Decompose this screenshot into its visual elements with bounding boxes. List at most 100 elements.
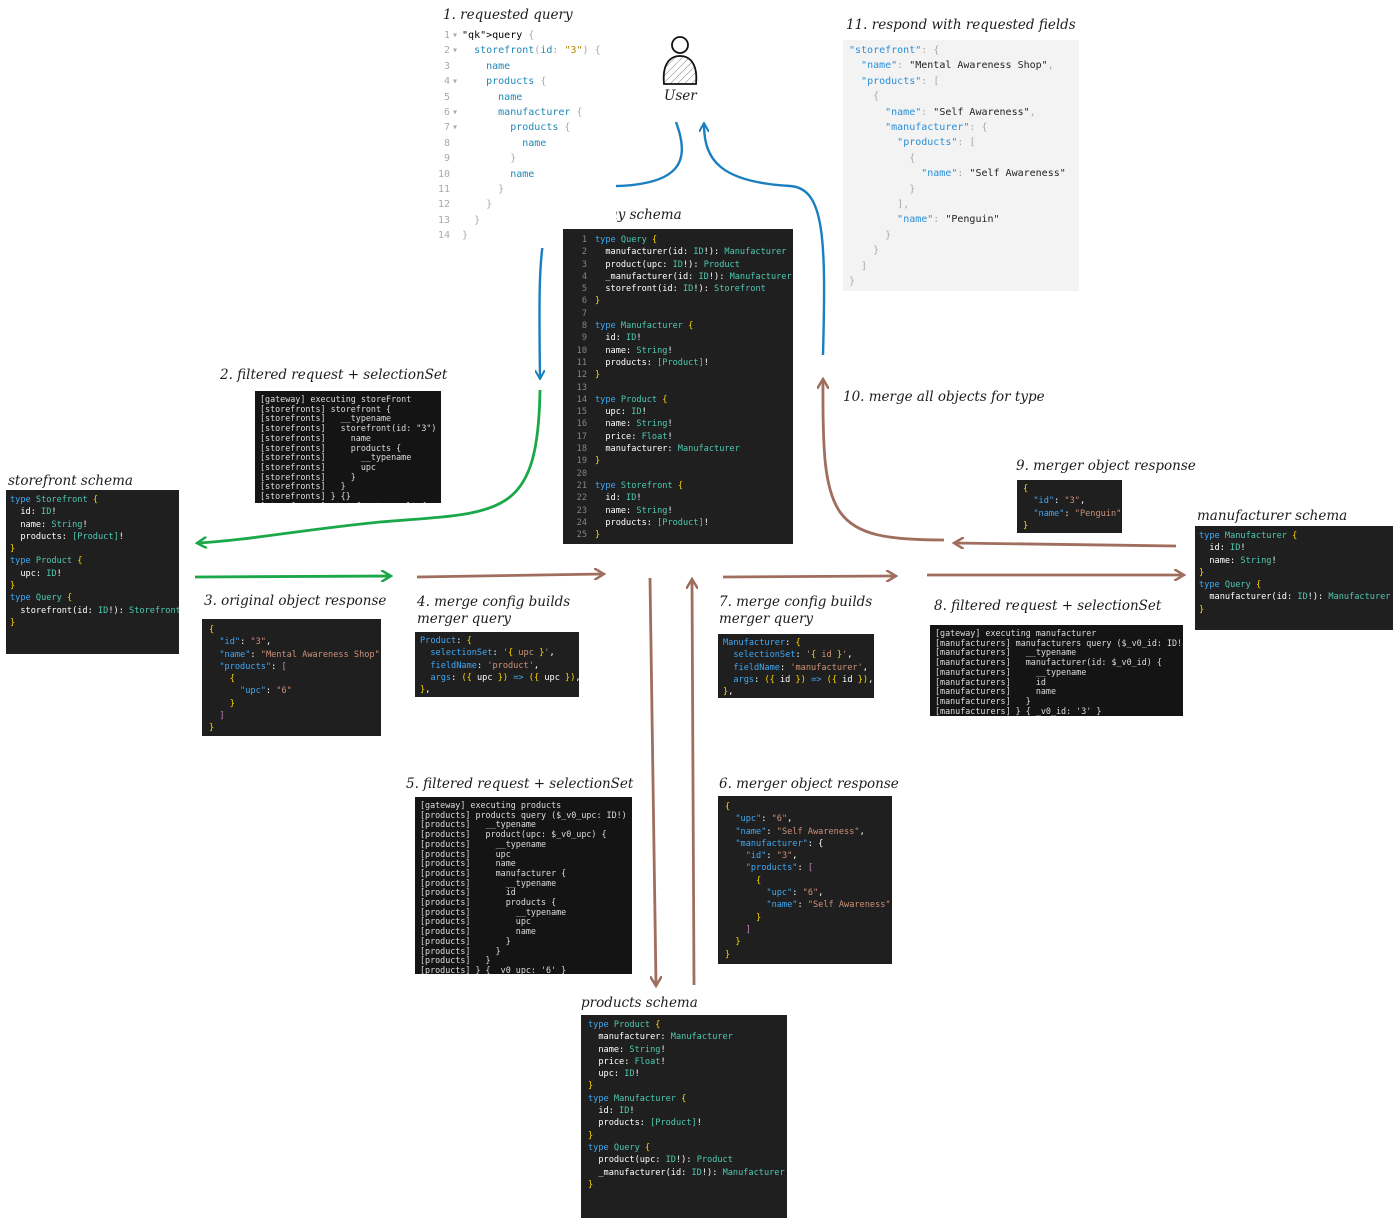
user: User xyxy=(656,34,706,114)
code-line: name: String! xyxy=(588,1044,666,1055)
code-line: selectionSet: '{ id }', xyxy=(733,650,853,661)
code-line: "name": "Self Awareness" xyxy=(766,900,891,911)
code-line: 13 } xyxy=(437,214,481,226)
arrow-storefront-response xyxy=(194,576,390,577)
arrow-products-to-gateway xyxy=(692,580,694,986)
code-line: upc: ID! xyxy=(588,1069,640,1080)
code-line: [products] __typename xyxy=(420,819,536,830)
code-line: products: [Product]! xyxy=(588,1118,702,1129)
code-line: "upc": "6", xyxy=(735,814,793,825)
code-line: type Query { xyxy=(1199,580,1262,591)
step6-label: 6. merger object response xyxy=(719,776,899,792)
code-line: [products] __typename xyxy=(420,877,557,888)
code-line: [products] __typename xyxy=(420,906,567,917)
code-line: [storefronts] storefront(id: "3") { xyxy=(260,423,441,434)
step11-label: 11. respond with requested fields xyxy=(846,17,1076,33)
code-line: "upc": "6" xyxy=(240,686,292,697)
code-line: "name": "Self Awareness", xyxy=(885,106,1036,118)
code-line: } xyxy=(1023,520,1029,531)
code-line: 10 name xyxy=(437,168,535,180)
code-line: [storefronts] products { xyxy=(260,442,402,453)
code-line: [manufacturers] manufacturers query ($_v… xyxy=(935,637,1183,648)
code-line: [gateway] executing storeFront xyxy=(260,394,412,404)
code-line: 23 name: String! xyxy=(576,505,673,516)
step1-label: 1. requested query xyxy=(443,7,573,23)
code-line: [storefronts] storefront { xyxy=(260,403,392,414)
code-line: "name": "Penguin" xyxy=(897,214,1000,226)
code-line: }, xyxy=(420,685,431,696)
code-line: [manufacturers] } { _v0_id: '3' } xyxy=(935,705,1102,716)
code-line: id: ID! xyxy=(588,1106,635,1117)
code-line: [manufacturers] __typename xyxy=(935,666,1087,677)
code-line: args: ({ upc }) => ({ upc }), xyxy=(430,672,579,683)
code-line: [products] } xyxy=(420,935,511,946)
code-line: 18 manufacturer: Manufacturer xyxy=(576,444,740,455)
code-line: args: ({ id }) => ({ id }), xyxy=(733,674,874,685)
code-line: } xyxy=(588,1130,594,1141)
code-line: [gateway] executing products xyxy=(420,800,562,810)
code-line: [manufacturers] name xyxy=(935,686,1057,697)
code-line: upc: ID! xyxy=(10,568,62,579)
code-line: 17 price: Float! xyxy=(576,431,673,442)
code-line: fieldName: 'product', xyxy=(430,660,540,671)
code-line: [manufacturers] manufacturer(id: $_v0_id… xyxy=(935,657,1162,668)
code-line: _manufacturer(id: ID!): Manufacturer xyxy=(588,1167,785,1178)
code-line: } xyxy=(588,1081,594,1092)
manufacturer-schema-label: manufacturer schema xyxy=(1197,508,1348,524)
requested-query-code: 1▾"qk">query {2▾ storefront(id: "3") {3 … xyxy=(436,28,616,248)
arrow-gateway-to-storefront xyxy=(198,389,542,543)
step7-label-line2: merger query xyxy=(719,611,814,627)
step4-label-line2: merger query xyxy=(417,611,512,627)
code-line: "name": "Mental Awareness Shop", xyxy=(219,649,381,660)
code-line: 24 products: [Product]! xyxy=(576,517,709,528)
code-line: type Manufacturer { xyxy=(1199,531,1298,541)
code-line: [storefronts] } {} xyxy=(260,491,351,502)
code-line: } xyxy=(1199,604,1205,615)
storefront-schema-label: storefront schema xyxy=(8,473,133,489)
code-line: type Product { xyxy=(10,556,83,567)
code-line: [products] product(upc: $_v0_upc) { xyxy=(420,829,607,840)
code-line: 22 id: ID! xyxy=(576,493,642,504)
code-line: "storefront": { xyxy=(849,45,940,56)
code-line: { xyxy=(725,802,731,812)
code-line: [products] name xyxy=(420,926,536,937)
step2-label: 2. filtered request + selectionSet xyxy=(220,367,448,383)
code-line: 16 name: String! xyxy=(576,419,673,430)
code-line: { xyxy=(873,91,880,103)
code-line: [storefronts] name xyxy=(260,432,371,443)
code-line: "products": [ xyxy=(219,661,287,672)
code-line: } xyxy=(885,229,892,241)
code-line: [manufacturers] __typename xyxy=(935,647,1077,658)
code-line: id: ID! xyxy=(1199,543,1246,554)
code-line: { xyxy=(1023,484,1029,494)
arrow-gateway-to-products xyxy=(648,577,656,985)
code-line: 6▾ manufacturer { xyxy=(443,107,583,119)
code-line: } xyxy=(873,245,880,257)
code-line: Manufacturer: { xyxy=(723,638,801,648)
code-line: product(upc: ID!): Product xyxy=(588,1155,733,1166)
code-line: } xyxy=(756,912,762,923)
storefront-schema-code: type Storefront { id: ID! name: String! … xyxy=(6,490,179,654)
code-line: "upc": "6", xyxy=(766,888,824,899)
manufacturer-schema-code: type Manufacturer { id: ID! name: String… xyxy=(1195,526,1393,630)
arrow-to-merge-config-product xyxy=(416,574,603,577)
step7-label-line1: 7. merge config builds xyxy=(719,594,873,610)
products-schema-label: products schema xyxy=(581,995,698,1011)
code-line: 2▾ storefront(id: "3") { xyxy=(443,45,601,57)
code-line: [products] products query ($_v0_upc: ID!… xyxy=(420,809,632,820)
code-line: [manufacturers] id xyxy=(935,676,1046,687)
code-line: "manufacturer": { xyxy=(885,122,988,134)
original-response-code: { "id": "3", "name": "Mental Awareness S… xyxy=(202,619,381,736)
code-line: "name": "Self Awareness" xyxy=(921,168,1066,180)
code-line: } xyxy=(1199,567,1205,578)
code-line: manufacturer: Manufacturer xyxy=(588,1032,733,1043)
merger-response-6-code: { "upc": "6", "name": "Self Awareness", … xyxy=(718,796,892,964)
step4-label-line1: 4. merge config builds xyxy=(417,594,571,610)
code-line: 11 } xyxy=(437,184,505,196)
arrow-to-merge-config-manufacturer xyxy=(722,576,895,577)
code-line: } xyxy=(209,723,215,734)
